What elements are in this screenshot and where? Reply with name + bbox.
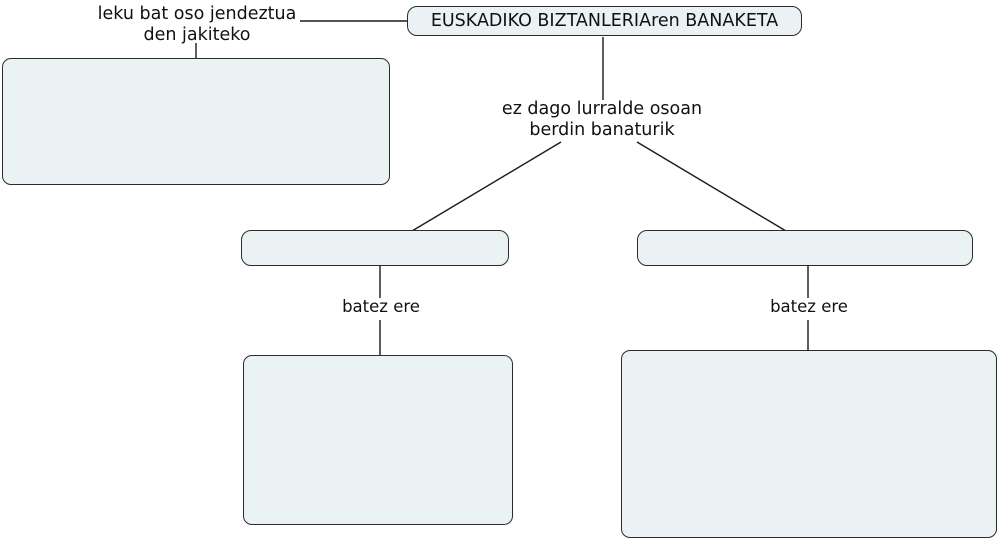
node-mid-right[interactable]: [637, 230, 973, 266]
edge-label-jakiteko: leku bat oso jendeztua den jakiteko: [97, 4, 297, 45]
node-bottom-left-text: [368, 438, 388, 442]
node-mid-left[interactable]: [241, 230, 509, 266]
node-bottom-left[interactable]: [243, 355, 513, 525]
node-mid-right-text: [795, 246, 815, 250]
node-bottom-right[interactable]: [621, 350, 997, 538]
edge-label-banaturik: ez dago lurralde osoan berdin banaturik: [501, 99, 703, 140]
node-main-left-text: [186, 120, 206, 124]
node-mid-left-text: [365, 246, 385, 250]
node-main-left[interactable]: [2, 58, 390, 185]
edge-label-batez-ere-left: batez ere: [342, 297, 420, 316]
node-title[interactable]: EUSKADIKO BIZTANLERIAren BANAKETA: [407, 6, 802, 36]
edge-label-batez-ere-right: batez ere: [770, 297, 848, 316]
node-title-text: EUSKADIKO BIZTANLERIAren BANAKETA: [430, 10, 779, 31]
edge-banaturik-to-mid-left: [411, 141, 562, 232]
edge-banaturik-to-mid-right: [636, 141, 787, 232]
node-bottom-right-text: [799, 442, 819, 446]
